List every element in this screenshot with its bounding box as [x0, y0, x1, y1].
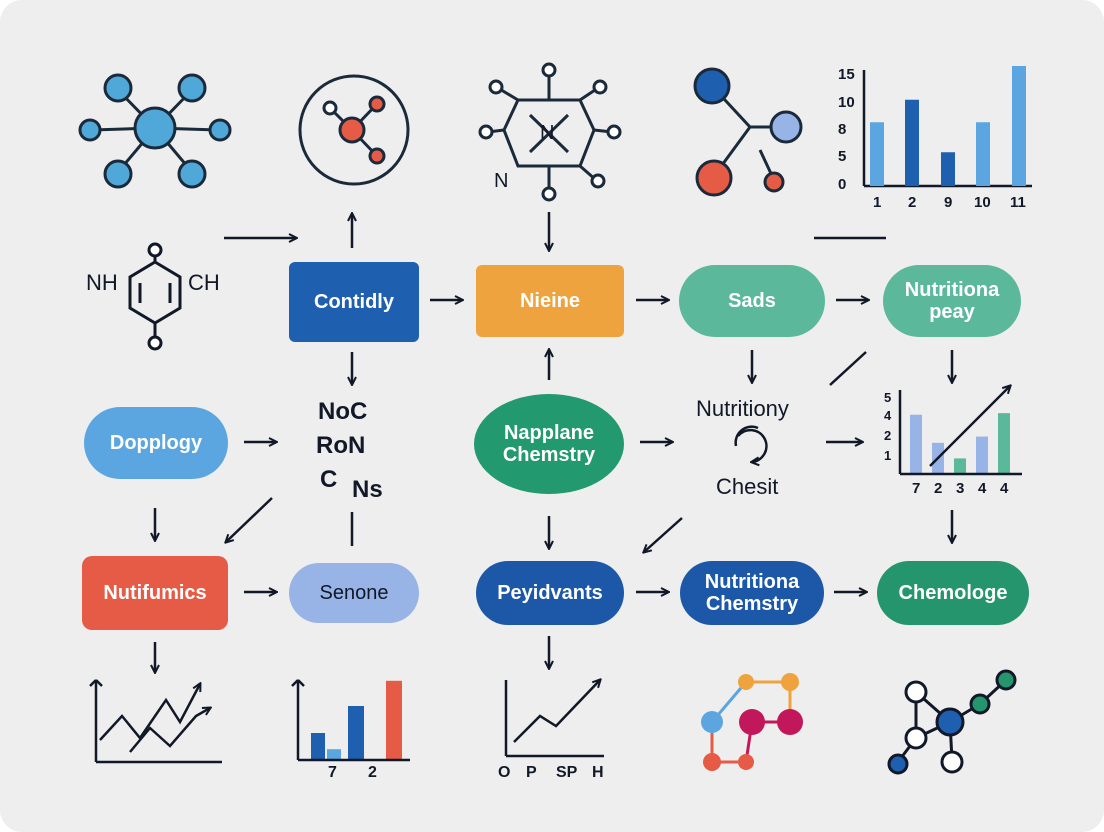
node-nieine[interactable]: Nieine: [476, 265, 624, 337]
chart1-ytick: 10: [838, 94, 855, 111]
node-peyidvants[interactable]: Peyidvants: [476, 561, 624, 625]
ring-corner-n-label: N: [494, 170, 509, 192]
chart1-bar: [976, 122, 990, 186]
arrow: [226, 497, 273, 542]
chart1-xtick: 1: [873, 194, 882, 211]
molecule-tri-icon: [693, 67, 803, 197]
scatter-label-1: NoC: [318, 398, 368, 425]
scatter-label-3: C: [320, 466, 338, 493]
cycle-icon: [734, 425, 768, 462]
chart2-bar: [954, 458, 966, 474]
chart4-xtick-3: SP: [556, 764, 578, 781]
chart2-ytick: 2: [884, 428, 892, 443]
cycle-label-top: Nutritiony: [696, 396, 789, 421]
node-nutritiona-chemstry[interactable]: Nutritiona Chemstry: [680, 561, 824, 625]
nh-label: NH: [86, 270, 118, 295]
chart2-xtick: 7: [912, 480, 921, 497]
chart2-bar: [910, 414, 922, 474]
divider-line: [829, 351, 867, 386]
molecule-circle-icon: [298, 74, 410, 186]
benzene-icon: [128, 242, 182, 351]
chart3-xtick-1: 7: [328, 764, 337, 781]
chart3-bar: [386, 680, 402, 760]
chart1-ytick: 0: [838, 176, 847, 193]
chart1-xtick: 11: [1010, 194, 1026, 211]
chart2-bar: [998, 413, 1010, 474]
scatter-label-4: Ns: [352, 476, 383, 503]
bar-chart-bottom: [291, 679, 410, 762]
node-nutritiona-peay[interactable]: Nutritiona peay: [883, 265, 1021, 337]
chart2-xtick: 3: [956, 480, 965, 497]
node-napplane-chemstry[interactable]: Napplane Chemstry: [474, 394, 624, 494]
molecule-star-icon: [78, 73, 232, 189]
node-senone[interactable]: Senone: [289, 563, 419, 623]
chart1-xtick: 9: [944, 194, 953, 211]
chart1-xtick: 2: [908, 194, 917, 211]
chart1-ytick: 8: [838, 121, 847, 138]
chart1-bar: [905, 99, 919, 186]
chart2-ytick: 1: [884, 448, 892, 463]
bar-chart-mid-right: [898, 386, 1022, 476]
chart3-bar: [348, 706, 364, 760]
line-chart-bottom-center: [504, 680, 604, 758]
chart3-xtick-2: 2: [368, 764, 377, 781]
molecule-ring-icon: [478, 62, 622, 202]
cycle-label-bottom: Chesit: [716, 474, 779, 499]
chart1-bar: [1012, 66, 1026, 186]
arrow: [644, 517, 683, 552]
node-nutrifumics[interactable]: Nutifumics: [82, 556, 228, 630]
molecule-network2-icon: [887, 669, 1017, 775]
ch-label: CH: [188, 270, 220, 295]
chart2-xtick: 2: [934, 480, 943, 497]
node-dopplogy[interactable]: Dopplogy: [84, 407, 228, 479]
chart1-ytick: 5: [838, 148, 847, 165]
chart1-xtick: 10: [974, 194, 991, 211]
chart2-xtick: 4: [1000, 480, 1009, 497]
chart4-xtick-4: H: [592, 764, 604, 781]
chart1-ytick: 15: [838, 66, 855, 83]
line-chart-bottom-left: [89, 679, 222, 764]
chart3-bar: [327, 749, 341, 760]
chart4-xtick-2: P: [526, 764, 537, 781]
ring-center-n-label: N: [540, 122, 555, 144]
scatter-label-2: RoN: [316, 432, 366, 459]
chart3-bar: [311, 733, 325, 760]
chart1-bar: [941, 152, 955, 186]
molecule-network-icon: [701, 673, 803, 771]
chart4-xtick-1: O: [498, 764, 511, 781]
node-chemologe[interactable]: Chemologe: [877, 561, 1029, 625]
chart2-xtick: 4: [978, 480, 987, 497]
trend-arrow: [929, 386, 1010, 467]
node-contidly[interactable]: Contidly: [289, 262, 419, 342]
flow-arrows: [155, 212, 952, 672]
chart2-ytick: 4: [884, 408, 892, 423]
chart1-bar: [870, 122, 884, 186]
node-sads[interactable]: Sads: [679, 265, 825, 337]
chart2-ytick: 5: [884, 390, 892, 405]
bar-chart-top-right: [862, 66, 1032, 188]
chart2-bar: [976, 436, 988, 474]
